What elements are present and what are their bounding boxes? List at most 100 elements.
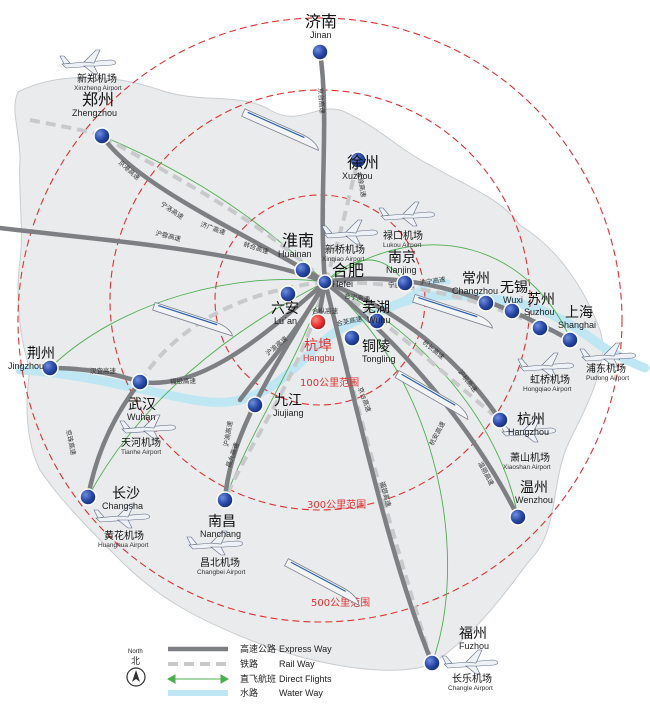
city-name-en-hangbu: Hangbu: [303, 353, 335, 363]
road-label: 福银高速: [170, 376, 197, 386]
city-marker-suzhou[interactable]: [531, 319, 549, 337]
city-name-zhengzhou: 郑州: [82, 90, 114, 109]
ring-label-300km: 300公里范围: [307, 498, 366, 511]
road-label: 合枞高速: [312, 306, 339, 315]
city-name-en-jinan: Jinan: [310, 30, 332, 40]
airport-name-huanghua: 黄花机场: [104, 529, 144, 542]
airport-name-en-huanghua: Huanghua Airport: [98, 542, 149, 549]
flight-to-shanghai: [324, 244, 571, 339]
city-marker-hangzhou[interactable]: [491, 411, 509, 429]
city-name-en-nanjing: Nanjing: [386, 265, 417, 275]
city-marker-wuhan[interactable]: [131, 373, 149, 391]
rail-hangzhou: [323, 280, 502, 422]
airplane-icon: [517, 352, 574, 378]
city-name-huainan: 淮南: [282, 231, 314, 250]
airport-name-lukou: 禄口机场: [383, 229, 423, 242]
city-name-nanjing: 南京: [388, 250, 416, 266]
city-marker-changsha[interactable]: [79, 488, 97, 506]
city-name-fuzhou: 福州: [459, 626, 487, 642]
airport-name-en-changbei: Changbei Airport: [197, 569, 246, 576]
airport-name-hongqiao: 虹桥机场: [530, 373, 570, 386]
city-name-en-wuhu: Wuhu: [367, 315, 390, 325]
airplane-icon: [579, 342, 636, 368]
legend-flight-cn: 直飞航班: [240, 673, 276, 685]
city-name-nanchang: 南昌: [208, 514, 236, 530]
legend-express-en: Express Way: [279, 644, 332, 654]
train-icon: [412, 293, 494, 329]
city-name-hefei: 合肥: [332, 261, 364, 280]
road-label: 沪宁高速: [419, 274, 446, 287]
flight-to-zhengzhou: [101, 135, 326, 283]
city-marker-jiujiang[interactable]: [246, 396, 264, 414]
city-marker-shanghai[interactable]: [561, 331, 579, 349]
flight-to-jingzhou: [49, 279, 326, 369]
city-marker-fuzhou[interactable]: [423, 654, 441, 672]
airport-name-changbei: 昌北机场: [200, 556, 240, 569]
airport-name-en-xinzheng: Xinzheng Airport: [74, 85, 122, 92]
city-marker-changzhou[interactable]: [477, 294, 495, 312]
flight-to-fuzhou: [324, 281, 449, 664]
airport-name-xinzheng: 新郑机场: [77, 72, 117, 85]
airplane-icon: [119, 414, 176, 440]
city-marker-hefei[interactable]: [317, 274, 333, 290]
city-name-changsha: 长沙: [112, 486, 140, 502]
city-name-tongling: 铜陵: [362, 339, 390, 355]
rail-xuzhou: [323, 159, 360, 283]
city-marker-wuxi[interactable]: [503, 302, 521, 320]
airport-name-xinqiao: 新桥机场: [325, 243, 365, 256]
city-marker-xuzhou[interactable]: [349, 151, 367, 169]
airport-name-xiaoshan: 萧山机场: [510, 451, 550, 464]
city-name-jinan: 济南: [305, 12, 337, 31]
ring-label-100km: 100公里范围: [300, 376, 359, 389]
airplane-icon: [59, 49, 116, 75]
airport-name-en-xiaoshan: Xiaoshan Airport: [503, 464, 551, 471]
city-name-en-wenzhou: Wenzhou: [515, 495, 553, 505]
city-marker-jingzhou[interactable]: [41, 359, 59, 377]
city-name-wuhan: 武汉: [128, 397, 156, 413]
city-marker-zhengzhou[interactable]: [93, 127, 111, 145]
city-name-en-zhengzhou: Zhengzhou: [72, 108, 117, 118]
airport-name-en-xinqiao: Xinqiao Airport: [322, 256, 364, 263]
airport-name-tianhe: 天河机场: [121, 436, 161, 449]
legend-flight-en: Direct Flights: [279, 674, 332, 684]
flight-to-wenzhou: [324, 281, 519, 518]
city-name-en-changsha: Changsha: [102, 501, 143, 511]
legend-water-en: Water Way: [279, 688, 323, 698]
airport-labels: 新郑机场 Xinzheng Airport 禄口机场 Lukou Airport…: [74, 72, 629, 692]
flight-to-nanjing: [324, 259, 406, 284]
city-name-en-changzhou: Changzhou: [452, 286, 498, 296]
ring-300km: [109, 89, 531, 511]
city-labels: 济南 Jinan 郑州 Zhengzhou 徐州 Xuzhou 淮南 Huain…: [8, 12, 596, 651]
airplane-icons: [59, 49, 636, 675]
expressway-wuhan: [137, 279, 328, 386]
city-name-shanghai: 上海: [565, 305, 593, 321]
city-name-en-jingzhou: Jingzhou: [8, 361, 44, 371]
airplane-icon: [441, 649, 498, 675]
ring-label-500km: 500公里范围: [311, 596, 370, 609]
city-marker-tongling[interactable]: [343, 329, 361, 347]
city-marker-nanjing[interactable]: [396, 274, 414, 292]
city-marker-hangbu[interactable]: [309, 313, 327, 331]
airport-name-en-lukou: Lukou Airport: [383, 242, 421, 249]
city-name-changzhou: 常州: [462, 271, 490, 287]
legend: North 北 高速公路 Express Way 铁路 Rail Way 直飞航…: [126, 643, 332, 699]
train-icon: [394, 369, 469, 421]
legend-rail-cn: 铁路: [240, 658, 258, 670]
city-marker-jinan[interactable]: [311, 43, 329, 61]
city-marker-nanchang[interactable]: [216, 491, 234, 509]
train-icon: [241, 108, 319, 151]
city-name-en-wuhan: Wuhan: [127, 412, 155, 422]
city-marker-huainan[interactable]: [294, 261, 312, 279]
city-marker-luan[interactable]: [279, 285, 297, 303]
train-icon: [152, 301, 234, 337]
city-name-wuxi: 无锡: [500, 280, 528, 296]
legend-flight-line: [166, 674, 230, 684]
road-label: 京台高速: [316, 87, 327, 114]
city-marker-wuhu[interactable]: [368, 312, 386, 330]
expressway-hangzhou: [322, 279, 503, 423]
rail-shanghai: [324, 280, 571, 342]
city-marker-wenzhou[interactable]: [509, 508, 527, 526]
city-name-en-tongling: Tongling: [362, 354, 396, 364]
city-name-hangbu: 杭埠: [304, 337, 332, 354]
